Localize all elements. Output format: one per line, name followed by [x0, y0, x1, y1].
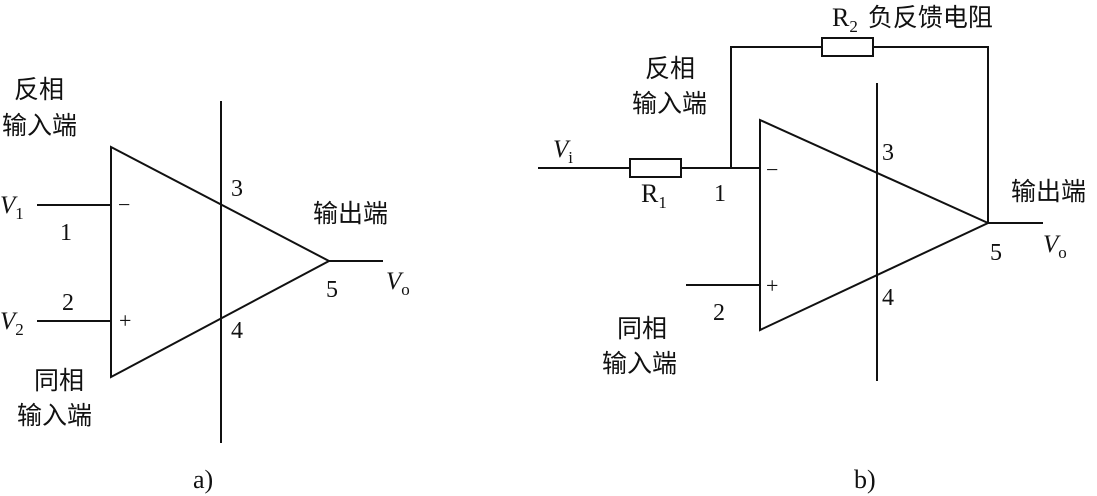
feedback-wire-left-b [730, 46, 822, 168]
input-resistor-r1 [629, 158, 682, 178]
pin3-label-a: 3 [231, 176, 243, 202]
minus-sign-b: − [766, 157, 778, 182]
caption-a: a) [193, 465, 213, 494]
minus-sign-a: − [118, 192, 130, 217]
input1-label-a: V1 [0, 192, 24, 223]
plus-sign-a: + [119, 308, 131, 333]
caption-b: b) [854, 465, 876, 494]
pin3-label-b: 3 [882, 140, 894, 166]
feedback-wire-right-b [873, 46, 989, 223]
noninverting-label-line1-a: 同相 [34, 366, 84, 395]
noninverting-label-line2-b: 输入端 [602, 349, 677, 378]
output-label-a: 输出端 [313, 199, 388, 228]
panel-a: 反相 输入端 同相 输入端 输出端 V1 V2 Vo 1 2 3 4 5 − +… [0, 75, 410, 494]
pin2-label-a: 2 [62, 290, 74, 316]
inverting-label-line2-a: 输入端 [2, 111, 77, 140]
output-label-b: 输出端 [1011, 177, 1086, 206]
plus-sign-b: + [766, 273, 778, 298]
pin2-label-b: 2 [713, 300, 725, 326]
inverting-label-line1-a: 反相 [14, 75, 64, 104]
noninverting-label-line1-b: 同相 [617, 314, 667, 343]
pin4-label-a: 4 [231, 318, 243, 344]
input-resistor-label: R1 [641, 179, 667, 212]
pin1-label-a: 1 [60, 220, 72, 246]
inverting-label-line2-b: 输入端 [632, 89, 707, 118]
op-amp-triangle-b [759, 118, 991, 332]
inverting-label-line1-b: 反相 [645, 54, 695, 83]
noninverting-label-line2-a: 输入端 [17, 401, 92, 430]
pin5-label-a: 5 [326, 277, 338, 303]
input-voltage-label-b: Vi [553, 136, 573, 167]
input2-label-a: V2 [0, 308, 24, 339]
output-voltage-label-b: Vo [1043, 231, 1067, 262]
output-voltage-label-a: Vo [386, 268, 410, 299]
pin1-label-b: 1 [714, 181, 726, 207]
pin5-label-b: 5 [990, 240, 1002, 266]
feedback-resistor-r2 [821, 37, 874, 57]
pin4-label-b: 4 [882, 285, 894, 311]
